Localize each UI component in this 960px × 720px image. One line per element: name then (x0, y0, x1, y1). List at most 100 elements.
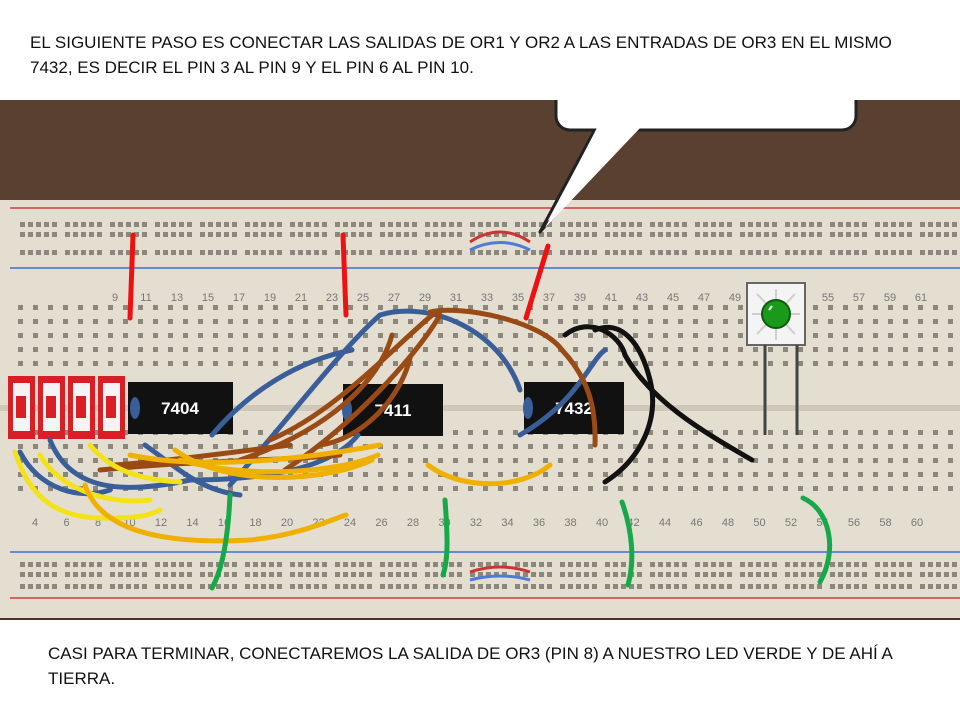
rail-hole (232, 562, 237, 567)
rail-hole (899, 232, 904, 237)
grid-hole (78, 319, 83, 324)
rail-hole (592, 250, 597, 255)
grid-hole (408, 486, 413, 491)
rail-hole (637, 250, 642, 255)
grid-hole (408, 458, 413, 463)
switch-1[interactable] (8, 376, 35, 439)
grid-hole (708, 361, 713, 366)
rail-hole (944, 232, 949, 237)
grid-hole (273, 305, 278, 310)
grid-hole (543, 472, 548, 477)
grid-hole (48, 361, 53, 366)
rail-hole (245, 232, 250, 237)
grid-hole (933, 347, 938, 352)
grid-hole (693, 486, 698, 491)
grid-hole (318, 430, 323, 435)
rail-hole (359, 232, 364, 237)
rail-hole (838, 222, 843, 227)
grid-hole (573, 444, 578, 449)
rail-hole (290, 232, 295, 237)
grid-hole (93, 333, 98, 338)
grid-hole (573, 333, 578, 338)
rail-hole (269, 232, 274, 237)
rail-hole (245, 584, 250, 589)
rail-hole (658, 222, 663, 227)
dip-switches[interactable] (8, 376, 125, 439)
rail-hole (335, 562, 340, 567)
rail-hole (36, 222, 41, 227)
rail-hole (380, 584, 385, 589)
grid-hole (753, 486, 758, 491)
grid-hole (918, 472, 923, 477)
grid-hole (228, 347, 233, 352)
grid-hole (603, 361, 608, 366)
rail-hole (801, 572, 806, 577)
switch-4[interactable] (98, 376, 125, 439)
grid-hole (468, 458, 473, 463)
grid-hole (828, 347, 833, 352)
rail-hole (576, 222, 581, 227)
grid-hole (513, 486, 518, 491)
rail-hole (666, 562, 671, 567)
rail-hole (560, 562, 565, 567)
grid-hole (423, 305, 428, 310)
rail-hole (216, 222, 221, 227)
grid-hole (303, 444, 308, 449)
grid-hole (513, 333, 518, 338)
rail-hole (470, 562, 475, 567)
grid-hole (438, 458, 443, 463)
switch-2[interactable] (38, 376, 65, 439)
rail-hole (44, 572, 49, 577)
rail-hole (613, 572, 618, 577)
grid-hole (378, 319, 383, 324)
grid-hole (813, 305, 818, 310)
rail-hole (134, 572, 139, 577)
grid-hole (633, 333, 638, 338)
rail-hole (28, 562, 33, 567)
grid-hole (633, 458, 638, 463)
rail-hole (891, 250, 896, 255)
grid-hole (138, 333, 143, 338)
grid-hole (513, 472, 518, 477)
rail-hole (502, 250, 507, 255)
rail-hole (846, 250, 851, 255)
grid-hole (483, 444, 488, 449)
rail-hole (200, 232, 205, 237)
rail-hole (944, 222, 949, 227)
grid-hole (543, 347, 548, 352)
grid-hole (63, 458, 68, 463)
rail-hole (163, 562, 168, 567)
row-number-bottom: 24 (344, 517, 356, 529)
grid-hole (378, 486, 383, 491)
grid-hole (468, 305, 473, 310)
switch-3[interactable] (68, 376, 95, 439)
rail-hole (854, 562, 859, 567)
rail-hole (515, 562, 520, 567)
rail-hole (277, 250, 282, 255)
rail-hole (470, 584, 475, 589)
rail-hole (621, 584, 626, 589)
rail-hole (359, 572, 364, 577)
rail-hole (73, 250, 78, 255)
rail-hole (613, 250, 618, 255)
grid-hole (738, 333, 743, 338)
grid-hole (948, 472, 953, 477)
rail-hole (335, 572, 340, 577)
grid-hole (333, 486, 338, 491)
grid-hole (318, 333, 323, 338)
grid-hole (213, 361, 218, 366)
rail-hole (899, 584, 904, 589)
rail-hole (576, 250, 581, 255)
grid-hole (303, 333, 308, 338)
grid-hole (303, 319, 308, 324)
grid-hole (693, 444, 698, 449)
rail-hole (97, 222, 102, 227)
rail-hole (666, 232, 671, 237)
grid-hole (498, 333, 503, 338)
grid-hole (468, 444, 473, 449)
grid-hole (303, 486, 308, 491)
rail-hole (891, 584, 896, 589)
grid-hole (798, 347, 803, 352)
grid-hole (573, 486, 578, 491)
rail-hole (539, 562, 544, 567)
